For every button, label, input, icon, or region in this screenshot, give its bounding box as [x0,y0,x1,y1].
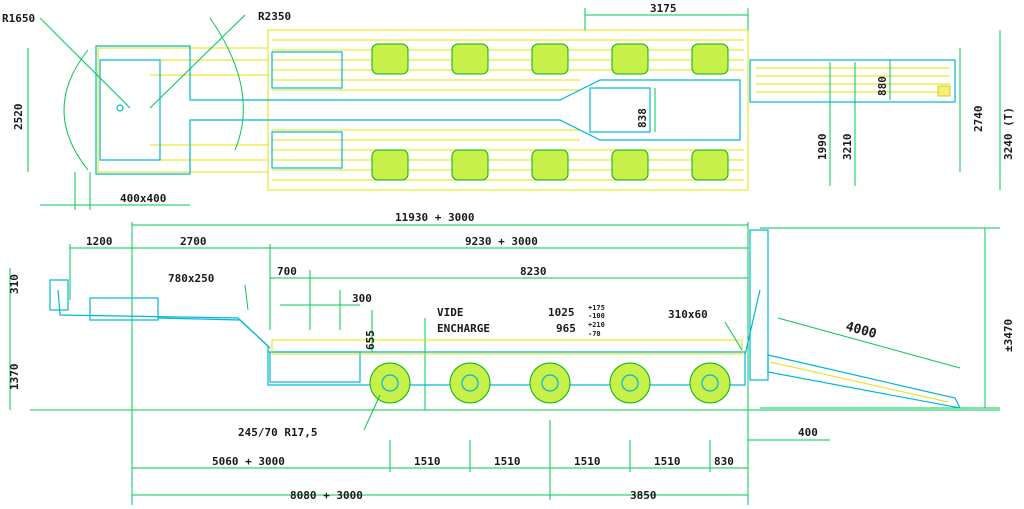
label-838: 838 [636,108,649,128]
label-8230: 8230 [520,265,547,278]
ramp-slat-side [769,361,949,403]
swing-radius-r2350 [209,17,244,151]
label-2740: 2740 [972,106,985,133]
label-310x60: 310x60 [668,308,708,321]
deck-side [271,339,743,355]
label-2520: 2520 [12,104,25,131]
label-400x400: 400x400 [120,192,166,205]
top-view: R1650 R2350 3175 2520 838 880 1990 3210 … [2,2,1015,210]
gooseneck-deck [97,47,269,173]
label-r2350: R2350 [258,10,291,23]
label-1200: 1200 [86,235,113,248]
chassis-frame [95,45,741,175]
ramp-upright [749,229,769,381]
label-3210: 3210 [841,134,854,161]
label-vide: VIDE [437,306,464,319]
kingpin [116,104,124,112]
value-encharge: 965 [556,322,576,335]
label-655: 655 [364,330,377,350]
label-encharge: ENCHARGE [437,322,490,335]
label-310: 310 [8,274,21,294]
label-1370: 1370 [8,364,21,391]
label-axle-2: 1510 [494,455,521,468]
tol-encharge-plus: +210 [588,321,605,329]
top-wheels-left [371,43,729,75]
gooseneck-step [157,317,271,349]
label-4000: 4000 [844,319,878,342]
label-880: 880 [876,76,889,96]
label-axle-4: 1510 [654,455,681,468]
label-400: 400 [798,426,818,439]
label-3175: 3175 [650,2,677,15]
label-2700: 2700 [180,235,207,248]
top-wheels-right [371,149,729,181]
tol-encharge-minus: -70 [588,330,601,338]
label-780x250: 780x250 [168,272,214,285]
label-total-length: 11930 + 3000 [395,211,474,224]
label-1990: 1990 [816,134,829,161]
deck-outline [267,29,749,191]
ramp-plan [749,59,956,103]
ramp-strut [744,289,761,356]
gooseneck-side [89,297,159,321]
gooseneck-planks [150,59,268,161]
value-vide: 1025 [548,306,575,319]
ramp-pad [937,85,951,97]
side-view: 11930 + 3000 1200 2700 9230 + 3000 8230 … [8,211,1015,505]
front-headboard [49,279,69,311]
label-axle-1: 1510 [414,455,441,468]
ramp-slats [756,67,950,93]
leader-r2350 [149,14,246,109]
kingpin-plate [99,59,161,161]
bolster-rear [271,131,343,169]
label-9230: 9230 + 3000 [465,235,538,248]
leader-r1650 [39,17,131,109]
label-3240: 3240 (T) [1002,107,1015,160]
tol-vide-plus: +175 [588,304,605,312]
ramp-well [589,87,651,133]
ramp-lowered [767,354,962,409]
label-3850: 3850 [630,489,657,502]
deck-planks [272,39,744,181]
label-830: 830 [714,455,734,468]
label-8080: 8080 + 3000 [290,489,363,502]
label-3470: ±3470 [1002,319,1015,352]
label-tyre: 245/70 R17,5 [238,426,317,439]
label-r1650: R1650 [2,12,35,25]
label-axle-3: 1510 [574,455,601,468]
label-5060: 5060 + 3000 [212,455,285,468]
landing-gear-area [269,351,361,383]
tol-vide-minus: -100 [588,312,605,320]
swing-radius-r1650 [63,49,89,171]
label-300: 300 [352,292,372,305]
bolster-front [271,51,343,89]
side-wheels [369,362,731,404]
label-700: 700 [277,265,297,278]
